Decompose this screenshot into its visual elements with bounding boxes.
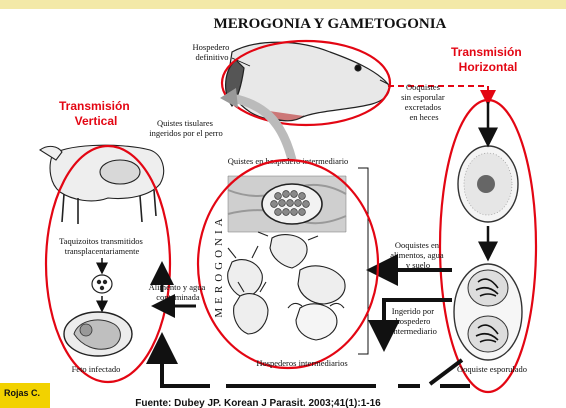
environment-oocysts-label: Ooquistes en alimentos, agua y suelo xyxy=(390,240,445,270)
fetus-illustration xyxy=(64,312,132,356)
sporulated-oocyst-illustration xyxy=(454,264,522,360)
ingested-label: Ingerido por hospedero intermediario xyxy=(391,306,437,336)
unsporulated-oocyst-illustration xyxy=(458,146,518,222)
horizontal-transmission-label: Transmisión Horizontal xyxy=(451,45,525,74)
sheep-head xyxy=(296,304,337,340)
pregnant-animal-illustration xyxy=(40,145,164,224)
dog-small-head xyxy=(298,266,345,304)
placenta-illustration xyxy=(92,275,112,293)
tissue-cyst-illustration xyxy=(228,176,346,232)
deer-head xyxy=(228,260,263,298)
sporulated-oocyst-label: Ooquiste esporulado xyxy=(457,364,527,374)
vertical-transmission-label: Transmisión Vertical xyxy=(59,99,133,128)
merogonia-label: MEROGONIA xyxy=(213,214,225,317)
host-definitive-label: Hospedero definitivo xyxy=(193,42,232,62)
tissue-cysts-label: Quistes tisulares ingeridos por el perro xyxy=(149,118,222,138)
source-citation: Fuente: Dubey JP. Korean J Parasit. 2003… xyxy=(135,398,381,408)
infected-fetus-label: Feto infectado xyxy=(72,364,121,374)
author-label: Rojas C. xyxy=(4,388,40,398)
unsporulated-oocysts-label: Ooquistes sin esporular excretados en he… xyxy=(401,82,447,122)
food-water-label: Alimento y agua contaminada xyxy=(149,282,208,302)
author-badge: Rojas C. xyxy=(0,383,50,408)
diagram-title: MEROGONIA Y GAMETOGONIA xyxy=(214,16,447,32)
goat-head xyxy=(234,294,268,334)
tachyzoites-label: Taquizoitos transmitidos transplacentari… xyxy=(59,236,145,256)
cow-head xyxy=(270,235,307,268)
intermediate-hosts-label: Hospederos intermediarios xyxy=(256,358,347,368)
intermediate-hosts-illustration xyxy=(228,232,345,340)
